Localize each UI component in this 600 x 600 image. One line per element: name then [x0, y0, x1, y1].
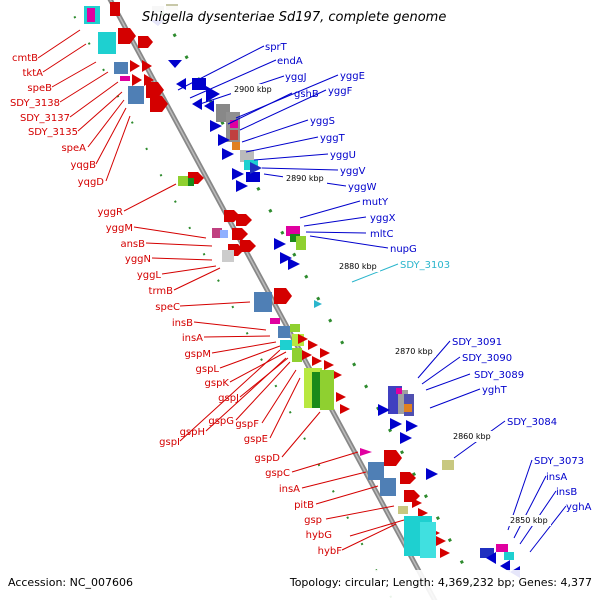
gene-label: gspE: [244, 434, 268, 445]
gene-label: yggL: [137, 270, 162, 281]
tick-label: 2860 kbp: [453, 432, 491, 441]
tick-label: 2890 kbp: [286, 174, 324, 183]
gene-label: yggE: [340, 71, 365, 82]
gene-label: gspG: [208, 416, 234, 427]
gene-label: tktA: [23, 68, 44, 79]
accession-text: Accession: NC_007606: [8, 576, 133, 589]
gene-label: yggU: [330, 150, 356, 161]
gene-label: sprT: [265, 42, 288, 53]
gene-label: gspL: [196, 364, 220, 375]
gene-label: gspD: [254, 453, 280, 464]
summary-text: Topology: circular; Length: 4,369,232 bp…: [289, 576, 592, 589]
gene-label: yggR: [97, 207, 123, 218]
gene-label: yggT: [320, 133, 346, 144]
gene-label: yghA: [566, 502, 592, 513]
gene-label: SDY_3103: [400, 260, 450, 271]
gene-label: pitB: [294, 500, 314, 511]
tick-label: 2850 kbp: [510, 516, 548, 525]
gene-label: yggF: [328, 86, 353, 97]
right-gene-labels: sprT endA yggJ yggE gshB yggF yggS yggT …: [265, 42, 592, 513]
gene-label: gspI: [159, 437, 180, 448]
gene-label: gshB: [294, 89, 319, 100]
gene-label: insA: [279, 484, 300, 495]
gene-label: speC: [155, 302, 180, 313]
gene-label: ansB: [120, 239, 145, 250]
tick-label: 2870 kbp: [395, 347, 433, 356]
gene-label: SDY_3089: [474, 370, 524, 381]
label-connectors: [37, 29, 567, 553]
gene-label: SDY_3091: [452, 337, 502, 348]
gene-label: yqgB: [71, 160, 97, 171]
gene-label: SDY_3138: [10, 98, 60, 109]
gene-label: SDY_3090: [462, 353, 512, 364]
gene-label: yggS: [310, 116, 335, 127]
gene-label: yqgD: [78, 177, 105, 188]
gene-label: yggX: [370, 213, 396, 224]
gene-label: gspC: [265, 468, 290, 479]
gene-label: insA: [182, 333, 203, 344]
gene-label: yggV: [340, 166, 366, 177]
gene-label: hybF: [318, 546, 343, 557]
gene-label: speB: [27, 83, 52, 94]
gene-label: gspK: [205, 378, 230, 389]
gene-label: yggM: [106, 223, 133, 234]
gene-label: speA: [61, 143, 86, 154]
gene-label: mltC: [370, 229, 393, 240]
gene-label: yggW: [348, 182, 377, 193]
gene-label: gspJ: [218, 393, 239, 404]
gene-label: mutY: [362, 197, 389, 208]
gene-label: gsp: [304, 515, 322, 526]
gene-label: trmB: [149, 286, 174, 297]
tick-label: 2880 kbp: [339, 262, 377, 271]
gene-label: cmtB: [12, 53, 38, 64]
gene-label: insB: [172, 318, 193, 329]
gene-label: yggN: [125, 254, 151, 265]
gene-label: gspM: [184, 349, 211, 360]
gene-label: insB: [556, 487, 577, 498]
gene-label: endA: [277, 56, 303, 67]
gene-label: insA: [546, 472, 567, 483]
map-title: Shigella dysenteriae Sd197, complete gen…: [142, 10, 446, 25]
gene-label: nupG: [390, 244, 417, 255]
gene-label: SDY_3073: [534, 456, 584, 467]
gene-label: gspH: [180, 427, 205, 438]
tick-label: 2900 kbp: [234, 85, 272, 94]
left-gene-labels: cmtB tktA speB SDY_3138 SDY_3137 SDY_313…: [10, 53, 342, 557]
gene-label: SDY_3135: [28, 127, 78, 138]
gene-label: SDY_3084: [507, 417, 557, 428]
gene-label: gspF: [235, 419, 259, 430]
gene-label: yggJ: [285, 72, 307, 83]
gene-label: hybG: [306, 530, 332, 541]
gene-label: SDY_3137: [20, 113, 70, 124]
tick-labels: 2900 kbp 2890 kbp 2880 kbp 2870 kbp 2860…: [231, 84, 551, 526]
gene-label: yghT: [482, 385, 508, 396]
